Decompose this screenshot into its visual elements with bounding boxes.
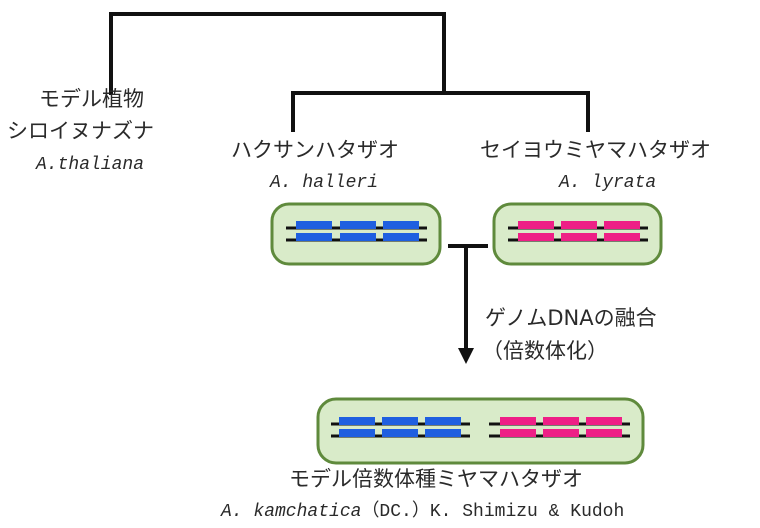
kamchatica-lyrata-block — [543, 429, 579, 437]
kamchatica-lyrata-block — [500, 417, 536, 425]
kamchatica-halleri-block — [382, 429, 418, 437]
kamchatica-common-name: モデル倍数体種ミヤマハタザオ — [289, 467, 583, 491]
kamchatica-species-italic: A. kamchatica — [221, 502, 362, 522]
halleri-gene-block — [340, 221, 376, 229]
lyrata-gene-block — [518, 233, 554, 241]
lyrata-gene-block — [561, 221, 597, 229]
thaliana-common-name: シロイヌナズナ — [7, 119, 154, 143]
kamchatica-lyrata-block — [586, 417, 622, 425]
kamchatica-halleri-block — [425, 417, 461, 425]
kamchatica-lyrata-block — [586, 429, 622, 437]
kamchatica-halleri-block — [339, 429, 375, 437]
lyrata-gene-block — [604, 221, 640, 229]
halleri-gene-block — [340, 233, 376, 241]
halleri-common-name: ハクサンハタザオ — [231, 138, 399, 162]
kamchatica-lyrata-block — [500, 429, 536, 437]
polyploidization-label: （倍数体化） — [482, 339, 608, 363]
halleri-gene-block — [383, 221, 419, 229]
fusion-process-label: ゲノムDNAの融合 — [485, 306, 657, 330]
lyrata-genome-cell — [492, 202, 663, 266]
kamchatica-halleri-block — [382, 417, 418, 425]
fusion-connector — [448, 244, 488, 350]
phylogeny-tree — [109, 12, 590, 132]
kamchatica-full-species-name: A. kamchatica（DC.）K. Shimizu & Kudoh — [221, 503, 624, 521]
fusion-arrow-head — [458, 348, 474, 364]
lyrata-common-name: セイヨウミヤマハタザオ — [480, 138, 711, 162]
halleri-gene-block — [383, 233, 419, 241]
kamchatica-authority: （DC.）K. Shimizu & Kudoh — [361, 502, 625, 522]
lyrata-gene-block — [561, 233, 597, 241]
kamchatica-cell-body — [316, 397, 645, 465]
kamchatica-lyrata-block — [543, 417, 579, 425]
halleri-gene-block — [296, 233, 332, 241]
model-plant-label: モデル植物 — [39, 87, 144, 111]
thaliana-species-name: A.thaliana — [36, 155, 145, 175]
kamchatica-halleri-block — [339, 417, 375, 425]
lyrata-species-name: A. lyrata — [559, 173, 657, 193]
kamchatica-halleri-block — [425, 429, 461, 437]
halleri-gene-block — [296, 221, 332, 229]
lyrata-gene-block — [518, 221, 554, 229]
halleri-genome-cell — [270, 202, 442, 266]
kamchatica-genome-cell — [316, 397, 645, 465]
lyrata-gene-block — [604, 233, 640, 241]
halleri-species-name: A. halleri — [270, 173, 379, 193]
